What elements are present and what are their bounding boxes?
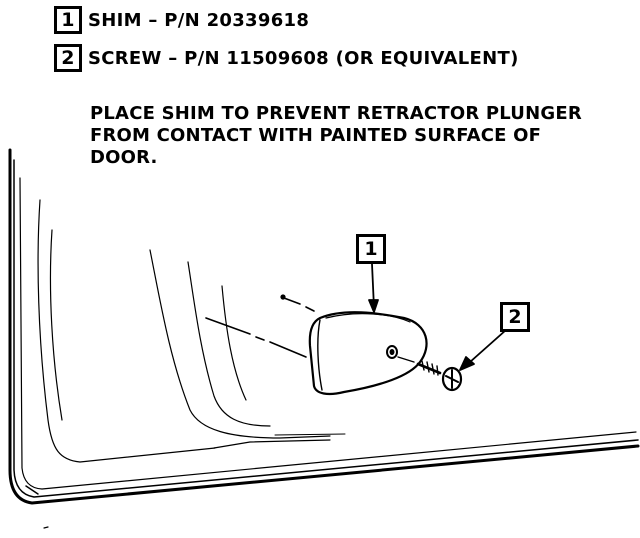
callout-screw: 2 <box>500 302 530 332</box>
plunger-axis-lines <box>205 294 315 358</box>
shim <box>308 311 428 396</box>
callout-shim: 1 <box>356 234 386 264</box>
door-frame-outline <box>8 148 640 505</box>
legend-item-screw: 2 SCREW – P/N 11509608 (OR EQUIVALENT) <box>54 44 519 72</box>
door-trim-panel <box>37 199 346 463</box>
stray-mark <box>43 526 49 529</box>
legend-number-box: 1 <box>54 6 82 34</box>
legend-item-shim: 1 SHIM – P/N 20339618 <box>54 6 309 34</box>
note-line: DOOR. <box>90 147 158 168</box>
legend-text: SCREW – P/N 11509608 (OR EQUIVALENT) <box>88 47 519 69</box>
note-line: FROM CONTACT WITH PAINTED SURFACE OF <box>90 125 542 146</box>
screw <box>397 356 463 392</box>
instruction-note: PLACE SHIM TO PREVENT RETRACTOR PLUNGER … <box>90 103 638 169</box>
legend-text: SHIM – P/N 20339618 <box>88 9 310 31</box>
leader-arrows <box>368 263 507 371</box>
note-line: PLACE SHIM TO PREVENT RETRACTOR PLUNGER <box>90 103 582 124</box>
legend-number-box: 2 <box>54 44 82 72</box>
